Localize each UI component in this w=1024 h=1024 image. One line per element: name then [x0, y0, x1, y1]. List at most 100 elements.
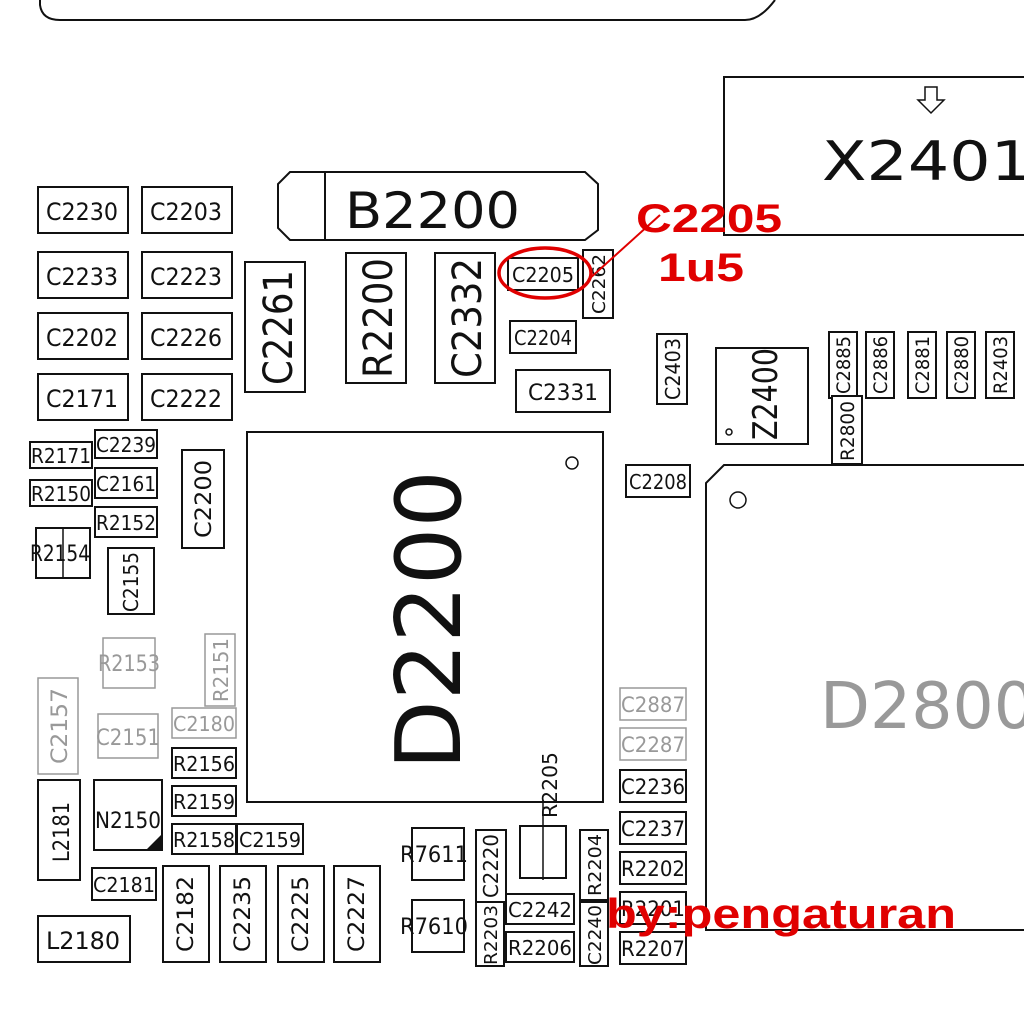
- cap-c2240: C2240: [579, 901, 609, 967]
- c2220-label: C2220: [479, 834, 503, 898]
- cap-c2230: C2230: [37, 186, 129, 234]
- cap-c2181: C2181: [91, 867, 157, 901]
- c2161-label: C2161: [96, 472, 156, 496]
- c2205-annotation: C2205 1u5: [497, 197, 782, 300]
- c2886-label: C2886: [870, 336, 892, 394]
- cap-c2885: C2885: [828, 331, 858, 399]
- cap-c2223: C2223: [141, 251, 233, 299]
- c2155-label: C2155: [119, 552, 143, 612]
- r2204-label: R2204: [585, 834, 606, 896]
- c2262-label: C2262: [589, 254, 610, 314]
- c2331-label: C2331: [528, 381, 598, 406]
- r2156-label: R2156: [173, 752, 235, 776]
- res-r2207: R2207: [619, 931, 687, 965]
- c2885-label: C2885: [833, 336, 855, 394]
- ic-z2400: Z2400: [715, 347, 809, 445]
- c2240-label: C2240: [585, 905, 606, 965]
- cap-c2233: C2233: [37, 251, 129, 299]
- annotation-value: 1u5: [658, 246, 744, 290]
- c2227-label: C2227: [345, 876, 370, 952]
- r2151-label: R2151: [209, 638, 233, 702]
- res-r2204: R2204: [579, 829, 609, 901]
- leader-line: [587, 214, 661, 281]
- cap-c2155: C2155: [107, 547, 155, 615]
- c2881-label: C2881: [912, 336, 934, 394]
- cap-c2151: C2151: [96, 713, 160, 759]
- c2171-label: C2171: [46, 385, 118, 413]
- res-r7611: R7611: [400, 827, 468, 881]
- c2208-label: C2208: [629, 470, 687, 494]
- r7611-label: R7611: [400, 843, 468, 868]
- cap-c2331: C2331: [515, 369, 611, 413]
- cap-c2204: C2204: [509, 320, 577, 354]
- cap-c2332: C2332: [434, 252, 496, 384]
- board-outline-top: [39, 0, 776, 21]
- r2200-label: R2200: [356, 258, 402, 378]
- c2205-label: C2205: [512, 263, 574, 287]
- z2400-label: Z2400: [746, 348, 786, 440]
- cap-c2205: C2205: [507, 257, 579, 291]
- r2158-label: R2158: [173, 828, 235, 852]
- res-r2800: R2800: [831, 395, 863, 465]
- res-r2158: R2158: [171, 823, 237, 855]
- c2157-label: C2157: [48, 688, 73, 764]
- c2237-label: C2237: [621, 817, 685, 841]
- r2203-label: R2203: [481, 905, 502, 965]
- c2242-label: C2242: [508, 898, 572, 922]
- res-r2153: R2153: [98, 637, 160, 689]
- c2880-label: C2880: [951, 336, 973, 394]
- cap-c2159: C2159: [236, 823, 304, 855]
- c2233-label: C2233: [46, 263, 118, 291]
- c2226-label: C2226: [150, 324, 222, 352]
- res-r2203: R2203: [475, 901, 505, 967]
- cap-c2227: C2227: [333, 865, 381, 963]
- cap-c2203: C2203: [141, 186, 233, 234]
- c2403-label: C2403: [661, 338, 685, 400]
- cap-c2886: C2886: [865, 331, 895, 399]
- res-r2200: R2200: [345, 252, 407, 384]
- cap-c2182: C2182: [162, 865, 210, 963]
- c2236-label: C2236: [621, 775, 685, 799]
- r2206-label: R2206: [508, 936, 572, 960]
- arrow-down-icon: [916, 86, 946, 115]
- c2151-label: C2151: [96, 726, 160, 751]
- res-r2171: R2171: [29, 441, 93, 469]
- b2200-label: B2200: [345, 182, 520, 240]
- d2800-label: D2800: [820, 670, 1024, 744]
- cap-c2161: C2161: [94, 467, 158, 499]
- c2225-label: C2225: [289, 876, 314, 952]
- ic-d2200: D2200: [246, 431, 604, 803]
- cap-c2242: C2242: [505, 893, 575, 925]
- cap-c2403: C2403: [656, 333, 688, 405]
- n2150-label: N2150: [95, 809, 161, 834]
- cap-c2881: C2881: [907, 331, 937, 399]
- cap-c2239: C2239: [94, 429, 158, 459]
- c2332-label: C2332: [445, 258, 491, 378]
- cap-c2157: C2157: [37, 677, 79, 775]
- res-r2403: R2403: [985, 331, 1015, 399]
- cap-c2880: C2880: [946, 331, 976, 399]
- cap-c2180: C2180: [171, 707, 237, 739]
- c2181-label: C2181: [93, 873, 155, 897]
- inductor-l2180: L2180: [37, 915, 131, 963]
- c2182-label: C2182: [174, 876, 199, 952]
- connector-x2401: X2401: [723, 76, 1024, 236]
- inductor-l2181: L2181: [37, 779, 81, 881]
- cap-c2220: C2220: [475, 829, 507, 903]
- r2800-label: R2800: [837, 401, 859, 461]
- r2207-label: R2207: [621, 937, 685, 961]
- c2222-label: C2222: [150, 385, 222, 413]
- c2887-label: C2887: [621, 693, 685, 717]
- c2235-label: C2235: [231, 876, 256, 952]
- c2239-label: C2239: [96, 433, 156, 457]
- r2153-label: R2153: [98, 652, 160, 677]
- cap-c2200: C2200: [181, 449, 225, 549]
- r2154-label: R2154: [30, 542, 90, 567]
- cap-c2171: C2171: [37, 373, 129, 421]
- crystal-b2200: B2200: [277, 171, 599, 241]
- cap-c2287: C2287: [619, 727, 687, 761]
- c2203-label: C2203: [150, 198, 222, 226]
- c2223-label: C2223: [150, 263, 222, 291]
- cap-c2237: C2237: [619, 811, 687, 845]
